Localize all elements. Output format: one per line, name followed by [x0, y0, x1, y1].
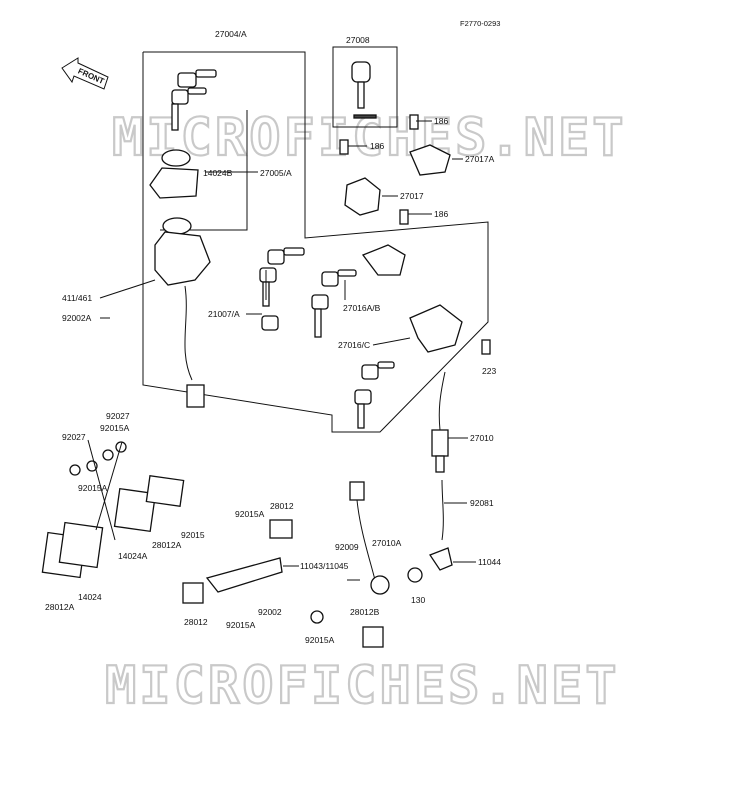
- ignition-group-outline: [142, 51, 489, 433]
- label-27005A: 27005/A: [260, 168, 292, 178]
- watermark-bottom: MICROFICHES.NET: [105, 656, 620, 716]
- label-27017: 27017: [400, 191, 424, 201]
- key-blank-icon: [351, 61, 377, 119]
- helmet-lock-key-icon: [354, 361, 395, 429]
- label-11043-11045: 11043/11045: [300, 561, 349, 571]
- spare-key-icon: [259, 247, 305, 331]
- label-92015A-b: 92015A: [78, 483, 108, 493]
- label-186-c: 186: [434, 209, 448, 219]
- label-11044: 11044: [478, 557, 501, 567]
- label-130: 130: [411, 595, 425, 605]
- label-92009: 92009: [335, 542, 359, 552]
- label-27004A: 27004/A: [215, 29, 247, 39]
- label-92015: 92015: [181, 530, 205, 540]
- label-28012-a: 28012: [270, 501, 294, 511]
- brake-switch-icon: [431, 371, 449, 541]
- label-28012-b: 28012: [184, 617, 208, 627]
- label-92027-a: 92027: [106, 411, 130, 421]
- label-92015A-e: 92015A: [305, 635, 335, 645]
- label-92027-b: 92027: [62, 432, 86, 442]
- key-blank-box: [332, 46, 398, 128]
- label-27016AB: 27016A/B: [343, 303, 381, 313]
- label-411-461: 411/461: [62, 293, 92, 303]
- seat-lock-key-icon: [311, 269, 357, 338]
- label-27008: 27008: [346, 35, 370, 45]
- label-27010A: 27010A: [372, 538, 402, 548]
- label-14024: 14024: [78, 592, 102, 602]
- label-21007A: 21007/A: [208, 309, 240, 319]
- meter-lamp-housing-icon: [113, 475, 185, 533]
- reference-code: F2770-0293: [460, 19, 500, 28]
- ignition-key-icon: [171, 69, 217, 131]
- label-92002A: 92002A: [62, 313, 92, 323]
- label-28012A-b: 28012A: [45, 602, 75, 612]
- front-arrow-icon: FRONT: [61, 57, 109, 90]
- pad-plate-icon: [41, 521, 104, 579]
- label-186-b: 186: [370, 141, 384, 151]
- label-27017A: 27017A: [465, 154, 495, 164]
- label-186-a: 186: [434, 116, 448, 126]
- label-28012A-a: 28012A: [152, 540, 182, 550]
- mounting-bracket-icon: [182, 519, 293, 604]
- label-28012B: 28012B: [350, 607, 380, 617]
- clamp-icon: [407, 547, 453, 583]
- label-14024B: 14024B: [203, 168, 233, 178]
- label-92015A-a: 92015A: [100, 423, 130, 433]
- ignition-switch-icon: [154, 217, 211, 408]
- label-92015A-d: 92015A: [226, 620, 256, 630]
- label-14024A: 14024A: [118, 551, 148, 561]
- label-92081: 92081: [470, 498, 494, 508]
- key-cylinder-icon: [149, 149, 199, 199]
- label-27016C: 27016/C: [338, 340, 370, 350]
- leader-lines: [87, 120, 476, 581]
- wiring-harness-icon: [310, 481, 390, 648]
- bolt-icons: [339, 114, 491, 355]
- small-bulb-icons: [69, 441, 127, 476]
- label-92015A-c: 92015A: [235, 509, 265, 519]
- label-92002: 92002: [258, 607, 282, 617]
- label-223: 223: [482, 366, 496, 376]
- seat-lock-bracket-icon: [344, 144, 463, 353]
- label-27010: 27010: [470, 433, 494, 443]
